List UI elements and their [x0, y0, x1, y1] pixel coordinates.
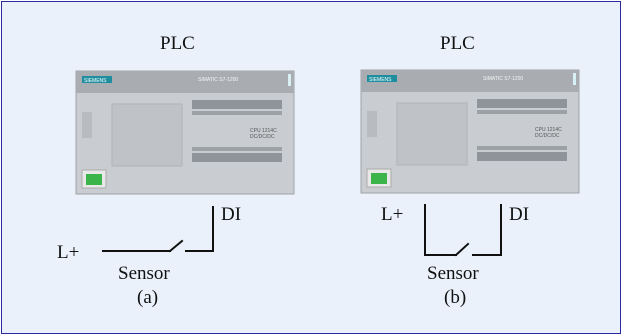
input-label-a: DI [221, 204, 242, 225]
supply-label-b: L+ [381, 204, 404, 225]
plc-supply-a: DC/DC/DC [250, 134, 275, 140]
plc-model-a: SIMATIC S7-1200 [198, 77, 238, 83]
plc-label-a: PLC [160, 33, 195, 54]
plc-label-b: PLC [440, 33, 475, 54]
ethernet-port-b [371, 173, 387, 184]
sensor-switch-a [168, 239, 184, 253]
plc-brand-a: SIEMENS [84, 78, 107, 84]
plc-model-b: SIMATIC S7-1200 [483, 76, 523, 82]
input-label-b: DI [509, 204, 530, 225]
plc-supply-b: DC/DC/DC [535, 133, 560, 139]
plc-cpu-a: CPU 1214C [250, 128, 277, 134]
sensor-switch-b [454, 242, 470, 257]
plc-device-b: SIEMENS SIMATIC S7-1200 CPU 1214C DC/DC/… [360, 69, 580, 194]
supply-label-a: L+ [57, 242, 80, 263]
circuit-wiring-b [424, 204, 502, 257]
plc-cpu-b: CPU 1214C [535, 127, 562, 133]
sensor-label-a: Sensor [118, 263, 170, 284]
caption-a: (a) [137, 287, 159, 308]
caption-b: (b) [444, 287, 467, 308]
circuit-wiring-a [102, 206, 214, 253]
plc-device-a: SIEMENS SIMATIC S7-1200 CPU 1214C DC/DC/… [75, 70, 295, 195]
plc-brand-b: SIEMENS [369, 77, 392, 83]
sensor-label-b: Sensor [427, 263, 479, 284]
ethernet-port-a [86, 174, 102, 185]
